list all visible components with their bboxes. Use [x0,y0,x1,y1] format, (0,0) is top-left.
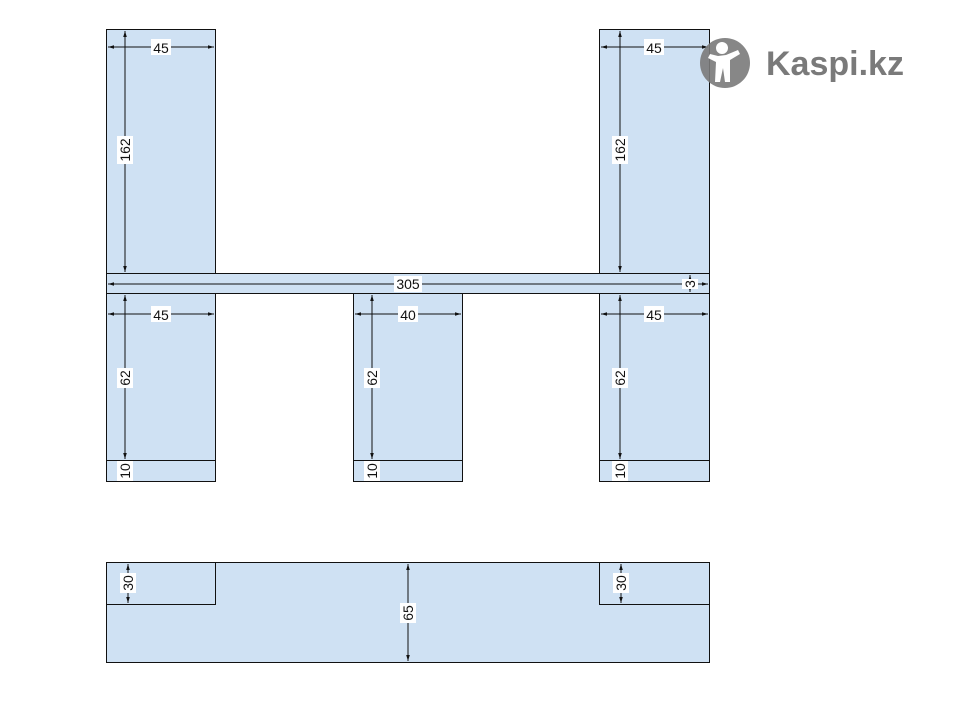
dim-label-bottom-middle-width: 40 [400,307,416,323]
base-left-notch [106,562,216,605]
dim-label-top-left-width: 45 [153,40,169,56]
dim-label-bottom-left-width: 45 [153,307,169,323]
base-right-notch [599,562,710,605]
dim-label-bottom-left-base: 10 [117,463,133,479]
dim-label-shelf-length: 305 [396,276,420,292]
dim-label-base-right-notch: 30 [613,575,629,591]
dim-label-bottom-middle-height: 62 [364,370,380,386]
dim-label-bottom-right-width: 45 [646,307,662,323]
dim-label-top-right-height: 162 [612,138,628,162]
kaspi-logo: Kaspi.kz [700,38,904,88]
dim-label-base-left-notch: 30 [120,575,136,591]
dim-label-top-left-height: 162 [117,138,133,162]
dim-label-bottom-right-base: 10 [612,463,628,479]
kaspi-logo-text: Kaspi.kz [766,45,904,83]
kaspi-people-icon [700,38,750,88]
dim-label-base-height: 65 [400,605,416,621]
dim-label-bottom-middle-base: 10 [364,463,380,479]
dim-label-shelf-thickness: 3 [682,280,698,288]
dim-label-bottom-right-height: 62 [612,370,628,386]
dim-label-top-right-width: 45 [646,40,662,56]
dim-label-bottom-left-height: 62 [117,370,133,386]
dimension-lines [108,31,708,661]
